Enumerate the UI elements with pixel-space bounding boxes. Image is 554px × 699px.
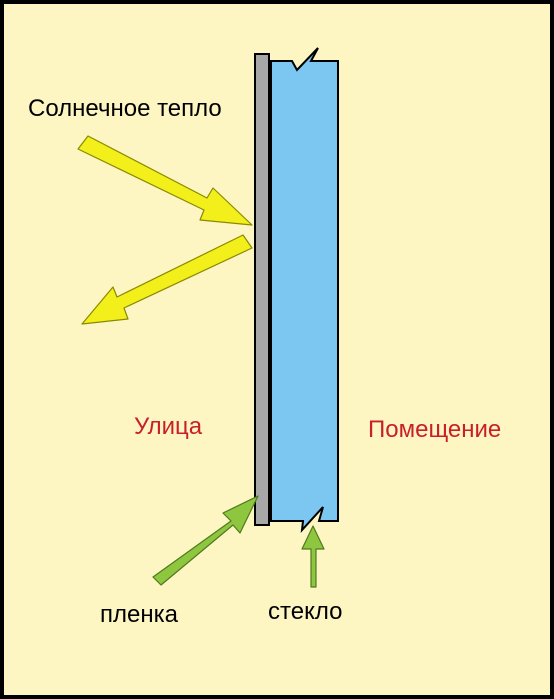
incoming-solar-arrow <box>77 135 253 226</box>
glass-pointer-arrow <box>301 525 325 588</box>
film-label: пленка <box>100 601 178 628</box>
glass-pane <box>270 47 339 533</box>
reflected-solar-arrow <box>81 234 253 325</box>
glass-label: стекло <box>268 598 343 625</box>
solar-heat-label: Солнечное тепло <box>28 95 222 122</box>
film-pointer-arrow <box>152 495 259 586</box>
street-label: Улица <box>134 413 203 440</box>
room-label: Помещение <box>368 416 502 443</box>
film-layer <box>254 53 270 526</box>
